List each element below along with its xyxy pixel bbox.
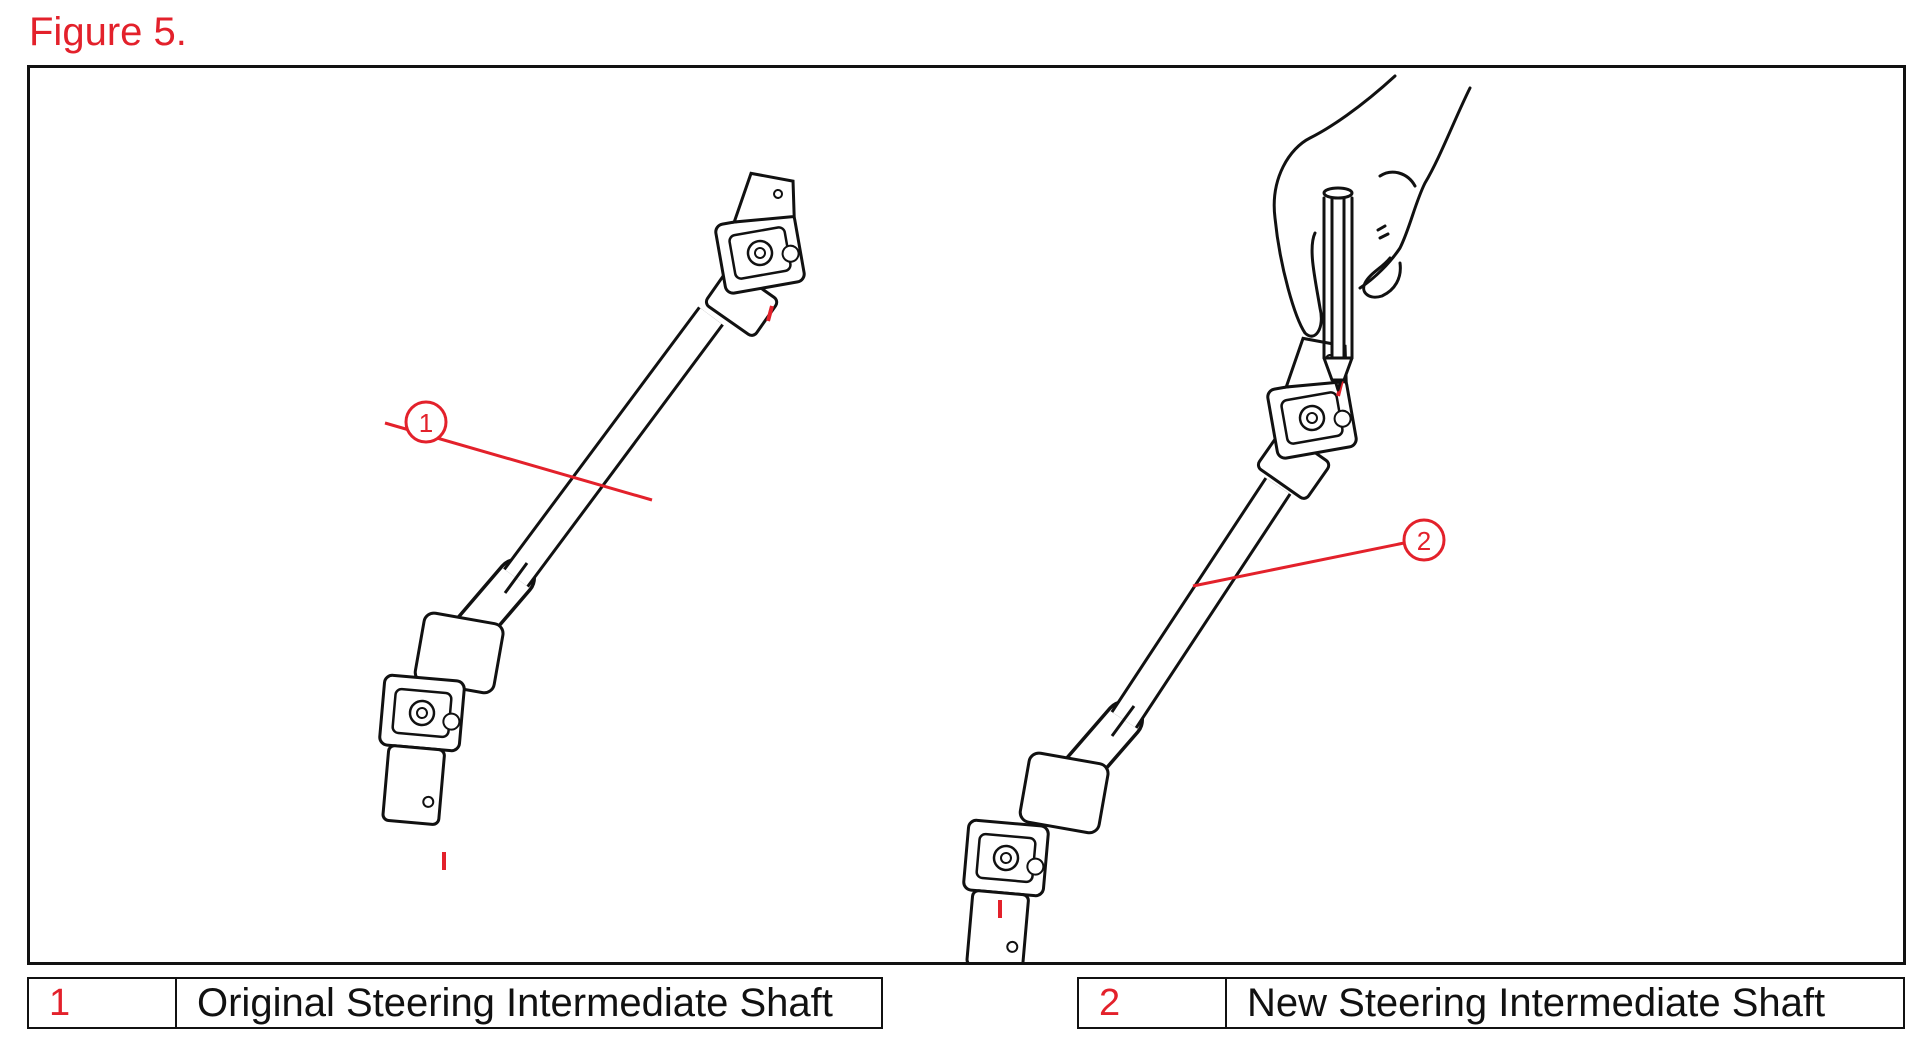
figure-title: Figure 5. (29, 10, 187, 54)
new-shaft-illustration (955, 329, 1364, 962)
callout-1: 1 (404, 400, 448, 444)
callout-1-number: 1 (419, 408, 433, 438)
original-shaft-illustration (371, 164, 812, 870)
legend-row-1: 1 Original Steering Intermediate Shaft (27, 977, 883, 1029)
hand-with-marker-illustration (1272, 74, 1472, 392)
figure-frame: 1 2 (27, 65, 1906, 965)
figure-illustration: 1 2 (371, 74, 1472, 962)
legend-row-2: 2 New Steering Intermediate Shaft (1077, 977, 1905, 1029)
callout-2: 2 (1402, 518, 1446, 562)
legend-number: 2 (1079, 979, 1227, 1027)
callout-2-number: 2 (1417, 526, 1431, 556)
legend-number: 1 (29, 979, 177, 1027)
legend-label: Original Steering Intermediate Shaft (197, 981, 833, 1025)
legend-label: New Steering Intermediate Shaft (1247, 981, 1826, 1025)
